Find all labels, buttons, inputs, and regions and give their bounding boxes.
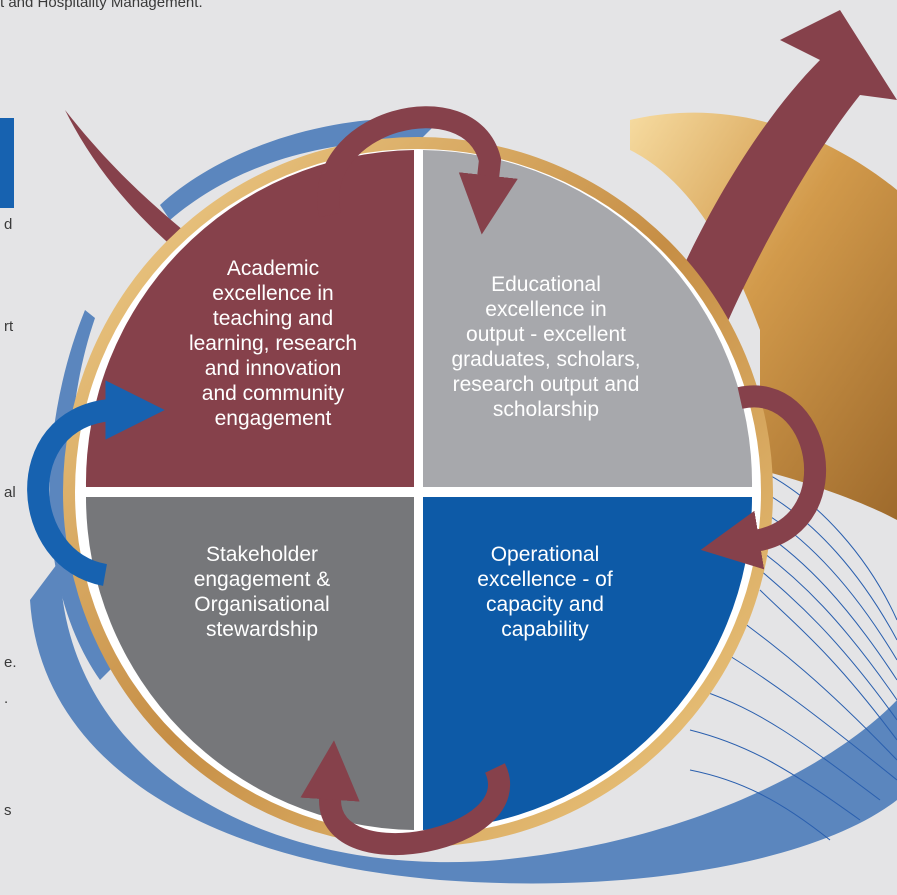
arrow-left-cycle	[27, 380, 165, 586]
label-line: engagement	[214, 407, 332, 430]
quadrant-label-academic: Academic excellence in teaching and lear…	[168, 256, 378, 431]
label-line: and community	[201, 382, 345, 405]
label-line: excellence in	[485, 298, 607, 321]
large-maroon-arrow	[660, 10, 897, 340]
label-line: Operational	[490, 543, 600, 566]
left-text-fragment: al	[4, 484, 16, 501]
label-line: excellence - of	[477, 568, 613, 591]
arrow-top-cycle	[317, 106, 518, 235]
quadrant-academic	[85, 150, 415, 487]
left-text-fragment: d	[4, 216, 13, 233]
blue-accent-block	[0, 118, 14, 208]
quadrant-label-educational: Educational excellence in output - excel…	[430, 272, 662, 422]
gold-fan	[630, 112, 897, 520]
left-text-fragment: e.	[4, 654, 17, 671]
label-line: capacity and	[486, 593, 604, 616]
label-line: engagement &	[193, 568, 331, 591]
header-text: t and Hospitality Management.	[0, 0, 203, 11]
left-text-fragment: rt	[4, 318, 14, 335]
label-line: stewardship	[205, 618, 319, 641]
arrow-bottom-cycle	[300, 740, 510, 856]
left-text-fragment: .	[4, 690, 9, 707]
label-line: scholarship	[492, 398, 600, 421]
blue-swirl-arc-left	[49, 310, 120, 680]
label-line: output - excellent	[466, 323, 626, 346]
quadrant-label-operational: Operational excellence - of capacity and…	[450, 542, 640, 642]
contour-lines	[689, 469, 897, 841]
label-line: and innovation	[204, 357, 342, 380]
label-line: Organisational	[194, 593, 330, 616]
label-line: graduates, scholars,	[451, 348, 641, 371]
left-text-fragment: s	[4, 802, 12, 819]
quadrant-label-stakeholder: Stakeholder engagement & Organisational …	[162, 542, 362, 642]
label-line: Educational	[491, 273, 601, 296]
label-line: Stakeholder	[205, 543, 319, 566]
label-line: Academic	[226, 257, 320, 280]
label-line: capability	[501, 618, 589, 641]
label-line: research output and	[452, 373, 640, 396]
label-line: excellence in	[212, 282, 334, 305]
label-line: teaching and	[212, 307, 334, 330]
label-line: learning, research	[188, 332, 358, 355]
arrow-right-cycle	[700, 385, 827, 570]
quadrant-operational	[423, 497, 752, 830]
